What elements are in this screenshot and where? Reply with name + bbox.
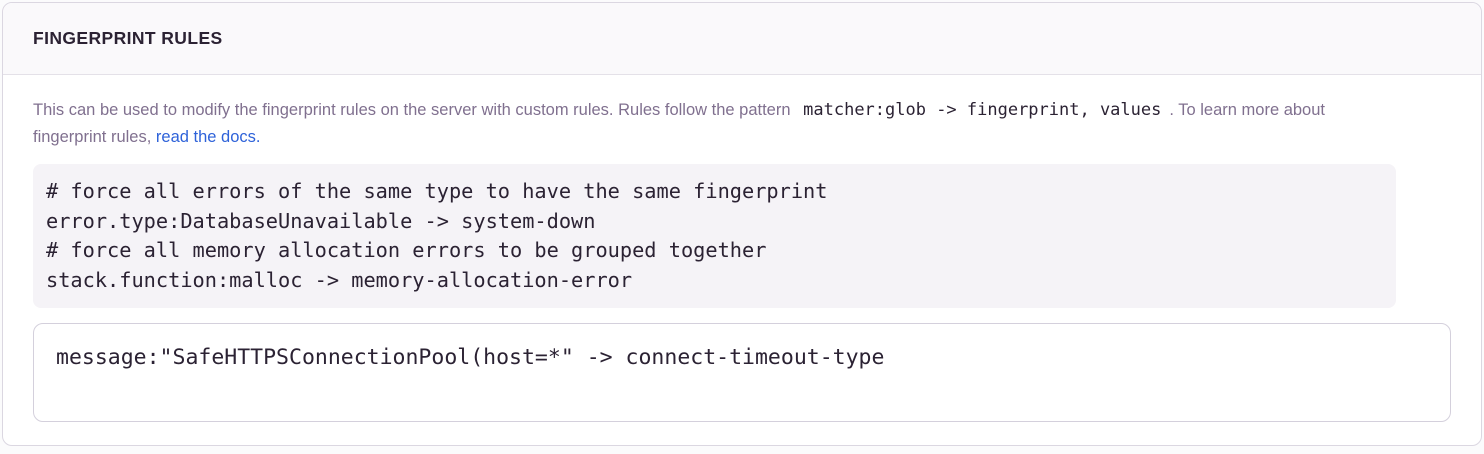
example-rules-code-block: # force all errors of the same type to h… [33,164,1396,308]
description-text: This can be used to modify the fingerpri… [33,97,1343,151]
read-the-docs-link[interactable]: read the docs. [155,128,261,146]
description-middle: . To learn more about fingerprint rules, [33,101,1325,146]
fingerprint-rules-input[interactable]: message:"SafeHTTPSConnectionPool(host=*"… [33,323,1451,422]
description-intro: This can be used to modify the fingerpri… [33,101,791,119]
panel-title: FINGERPRINT RULES [33,28,223,48]
pattern-inline-code: matcher:glob -> fingerprint, values [803,100,1162,120]
panel-body: This can be used to modify the fingerpri… [3,75,1481,447]
panel-header: FINGERPRINT RULES [3,3,1481,75]
fingerprint-rules-panel: FINGERPRINT RULES This can be used to mo… [2,2,1482,446]
